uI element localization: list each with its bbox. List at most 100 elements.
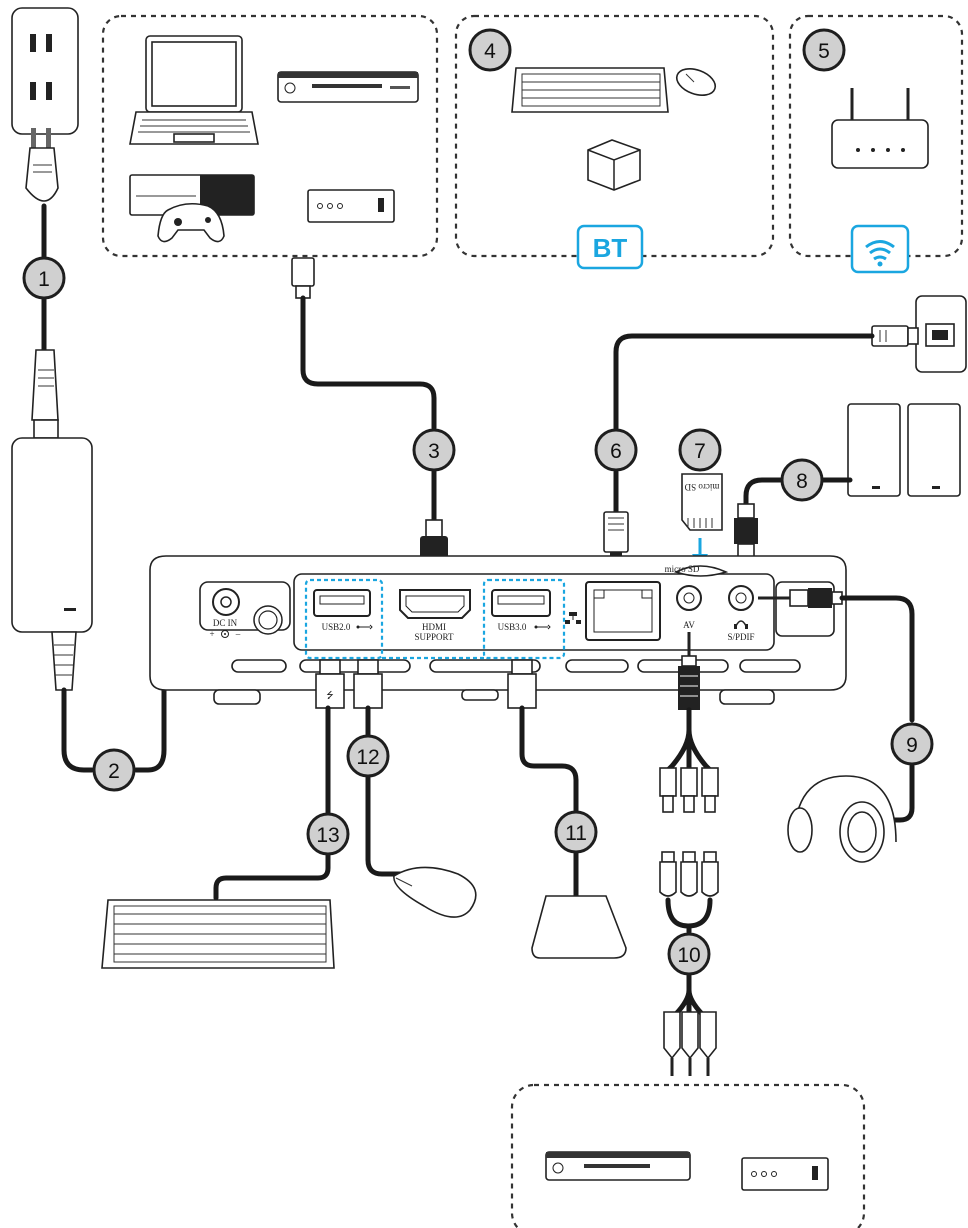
callout-2: 2 — [92, 748, 136, 792]
callout-7-label: 7 — [694, 440, 706, 463]
usb-icon — [356, 624, 373, 630]
lan-plug-top — [871, 325, 919, 347]
wifi-router-icon — [831, 88, 929, 169]
callout-12: 12 — [346, 734, 390, 778]
callout-3-label: 3 — [428, 440, 440, 463]
callout-5: 5 — [802, 28, 846, 72]
callout-8-label: 8 — [796, 470, 808, 493]
callout-10: 10 — [667, 932, 711, 976]
hdmi-label-line1: HDMI — [422, 622, 446, 632]
usb-cable-keyboard-lower — [213, 851, 331, 901]
game-console-icon — [129, 174, 255, 243]
usb30-label: USB3.0 — [498, 622, 527, 632]
lan-wall-jack — [915, 295, 967, 373]
usb-cable-storage-upper — [519, 705, 579, 815]
callout-1-label: 1 — [38, 268, 50, 291]
micro-sd-card-label: micro SD — [684, 482, 719, 492]
av-output-devices-box — [510, 1083, 866, 1228]
laptop-icon — [129, 35, 259, 145]
av-cable-loop — [665, 897, 713, 929]
spdif-port — [728, 585, 754, 611]
usb-storage-icon — [531, 895, 627, 959]
callout-3: 3 — [412, 428, 456, 472]
callout-13: 13 — [306, 812, 350, 856]
av-plug — [678, 632, 700, 710]
power-plug — [25, 128, 59, 202]
usb-mouse-icon — [393, 866, 477, 918]
rca-plugs-middle — [659, 851, 719, 897]
callout-9: 9 — [890, 722, 934, 766]
callout-8: 8 — [780, 458, 824, 502]
callout-1: 1 — [22, 256, 66, 300]
callout-4: 4 — [468, 28, 512, 72]
svg-text:+: + — [209, 629, 214, 639]
kensington-lock — [253, 605, 283, 635]
dc-polarity-icon: + – — [209, 629, 240, 639]
rca-plugs-bottom — [663, 1011, 717, 1076]
av-cable-red — [665, 707, 692, 773]
dc-in-label: DC IN — [213, 618, 238, 628]
bt-speaker-cube-icon — [587, 139, 641, 191]
power-adapter — [11, 437, 93, 633]
av-cable-split — [673, 971, 705, 1017]
dc-in-port — [212, 588, 240, 616]
micro-sd-card: micro SD — [681, 473, 723, 531]
callout-7: 7 — [678, 428, 722, 472]
hdmi-plug-top — [291, 257, 315, 299]
adapter-strain-relief — [51, 631, 77, 691]
speakers-icon — [847, 403, 961, 497]
wall-outlet — [11, 7, 79, 135]
usb30-port — [491, 589, 551, 617]
usb20-port — [313, 589, 371, 617]
usb20-label: USB2.0 — [322, 622, 351, 632]
lan-port — [585, 581, 661, 641]
bt-mouse-icon — [675, 68, 717, 96]
bt-keyboard-icon — [511, 67, 669, 113]
av-label: AV — [683, 620, 695, 630]
hdmi-cable-upper — [300, 295, 437, 431]
headphone-cable-upper — [839, 595, 915, 723]
callout-6: 6 — [594, 428, 638, 472]
callout-2-label: 2 — [108, 760, 120, 783]
audio-cable-speakers — [743, 477, 853, 509]
power-connector — [31, 349, 59, 439]
headphone-cable-lower — [879, 763, 915, 823]
callout-11: 11 — [554, 810, 598, 854]
bluetooth-badge: BT — [576, 224, 644, 270]
headphones-icon — [787, 775, 897, 863]
spdif-label: S/PDIF — [727, 632, 754, 642]
callout-9-label: 9 — [906, 734, 918, 757]
av-cable-yellow — [686, 707, 713, 773]
callout-5-label: 5 — [818, 40, 830, 63]
usb-cable-mouse-lower — [365, 773, 403, 877]
callout-11-label: 11 — [565, 822, 587, 845]
dc-cable-left — [61, 687, 95, 773]
usb-port-group-left — [304, 578, 384, 660]
usb-plug-mouse — [353, 659, 383, 709]
hdmi-label-line2: SUPPORT — [415, 632, 454, 642]
hdmi-port — [399, 589, 471, 619]
usb-port-group-right — [482, 578, 566, 660]
usb-plug-keyboard: ⭍ — [315, 659, 345, 709]
headphone-icon — [734, 620, 748, 629]
dc-cable-right — [133, 647, 167, 773]
svg-text:–: – — [235, 629, 241, 639]
lan-cable-upper — [613, 333, 875, 433]
micro-sd-label: micro SD — [665, 564, 700, 574]
callout-4-label: 4 — [484, 40, 496, 63]
callout-13-label: 13 — [316, 824, 339, 847]
set-top-box-icon — [307, 189, 395, 223]
usb-plug-storage — [507, 659, 537, 709]
callout-10-label: 10 — [677, 944, 700, 967]
usb-keyboard-icon — [101, 899, 335, 969]
bluetooth-badge-label: BT — [593, 233, 628, 263]
rca-plugs-top — [659, 767, 719, 813]
wifi-icon — [850, 224, 910, 274]
av-dvd-player-icon — [545, 1151, 691, 1181]
av-set-top-box-icon — [741, 1157, 829, 1191]
micro-sd-slot — [673, 565, 729, 577]
lan-icon — [565, 612, 581, 624]
callout-6-label: 6 — [610, 440, 622, 463]
av-port — [676, 585, 702, 611]
